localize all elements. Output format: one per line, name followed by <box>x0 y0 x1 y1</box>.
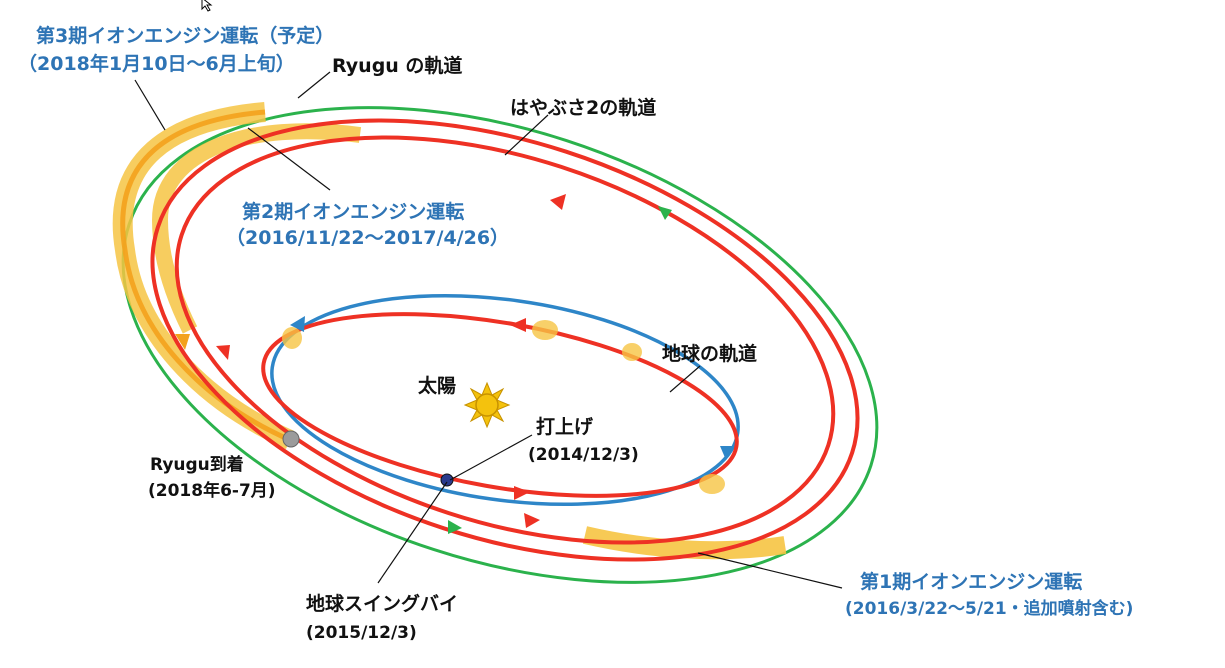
phase3-ion-engine-band-core <box>120 109 292 443</box>
hayabusa2-orbit-middle <box>174 135 836 545</box>
engine-mark <box>282 327 302 349</box>
arrow-red <box>216 345 230 360</box>
engine-mark <box>622 343 642 361</box>
sun-icon <box>463 381 511 429</box>
phase1-dates: (2016/3/22～5/21・追加噴射含む) <box>845 598 1133 619</box>
asteroid-ryugu-icon <box>282 430 300 448</box>
leader-earth-orbit <box>669 365 701 393</box>
hayabusa2-orbit-label: はやぶさ2の軌道 <box>510 96 656 119</box>
earth-icon <box>440 473 454 487</box>
engine-mark <box>699 474 725 494</box>
arrival-date: (2018年6-7月) <box>148 480 276 501</box>
launch-title: 打上げ <box>536 415 594 438</box>
hayabusa2-orbit-outer <box>150 118 860 562</box>
launch-date: (2014/12/3) <box>528 445 639 465</box>
arrow-blue <box>290 316 305 332</box>
leader-phase2 <box>247 127 331 191</box>
leader-ryugu-orbit <box>297 71 331 99</box>
arrival-title: Ryugu到着 <box>150 454 244 475</box>
sun-label: 太陽 <box>418 374 456 397</box>
leader-launch <box>449 434 533 481</box>
phase1-title: 第1期イオンエンジン運転 <box>860 570 1082 593</box>
arrow-green <box>658 206 672 220</box>
arrow-red <box>510 318 526 332</box>
arrow-green <box>448 520 462 534</box>
arrow-red <box>524 513 540 528</box>
phase3-dates: （2018年1月10日～6月上旬） <box>18 52 295 75</box>
swingby-title: 地球スイングバイ <box>306 592 458 615</box>
arrow-red <box>550 194 566 210</box>
swingby-date: (2015/12/3) <box>306 623 417 643</box>
leader-hayabusa2-orbit <box>504 114 549 156</box>
engine-mark <box>532 320 558 340</box>
mouse-cursor-icon <box>201 0 213 12</box>
phase3-title: 第3期イオンエンジン運転（予定） <box>36 24 334 47</box>
leader-phase3 <box>134 79 166 131</box>
phase1-ion-engine-band <box>582 526 787 560</box>
phase2-title: 第2期イオンエンジン運転 <box>242 200 464 223</box>
earth-orbit-label: 地球の軌道 <box>662 342 757 365</box>
leader-phase1 <box>697 552 843 589</box>
arrow-blue <box>720 446 734 460</box>
leader-swingby <box>377 481 448 584</box>
ryugu-orbit-label: Ryugu の軌道 <box>332 54 462 77</box>
earth-orbit <box>270 293 740 507</box>
phase2-dates: （2016/11/22～2017/4/26） <box>226 226 509 249</box>
arrow-orange <box>175 334 190 350</box>
arrow-red <box>514 486 530 500</box>
